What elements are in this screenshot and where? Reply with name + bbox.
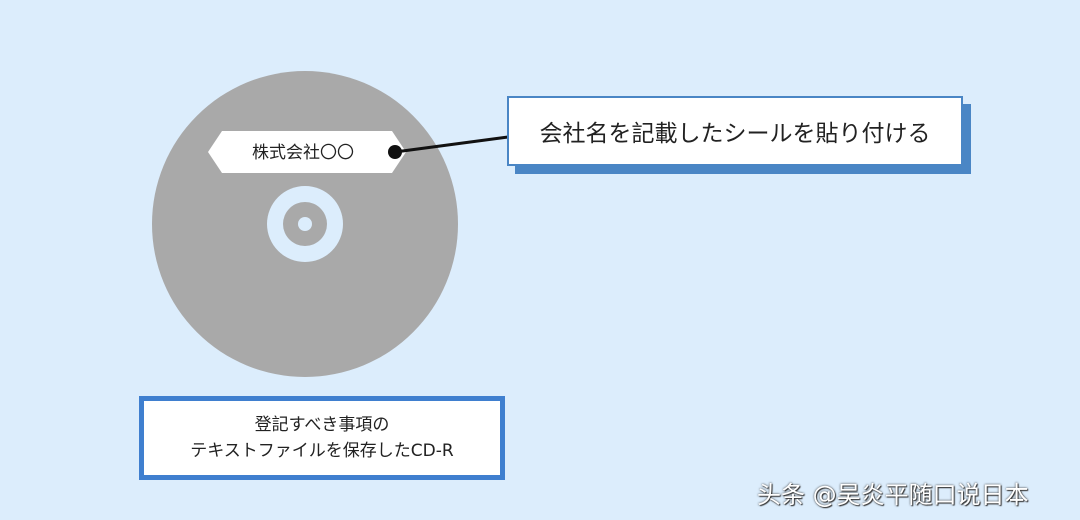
cd-description-box: 登記すべき事項の テキストファイルを保存したCD-R (139, 396, 505, 480)
label-sticker (208, 131, 406, 173)
connector-dot (388, 145, 402, 159)
watermark: 头条 @吴炎平随口说日本 (757, 481, 1029, 509)
sticker-label: 株式会社〇〇 (252, 143, 354, 163)
connector-line (394, 135, 509, 154)
callout-text: 会社名を記載したシールを貼り付ける (539, 121, 931, 147)
cd-center-hole (298, 217, 312, 231)
cd-description-line2: テキストファイルを保存したCD-R (190, 441, 454, 461)
cd-description-line1: 登記すべき事項の (254, 415, 390, 435)
callout-box: 会社名を記載したシールを貼り付ける (507, 96, 963, 166)
